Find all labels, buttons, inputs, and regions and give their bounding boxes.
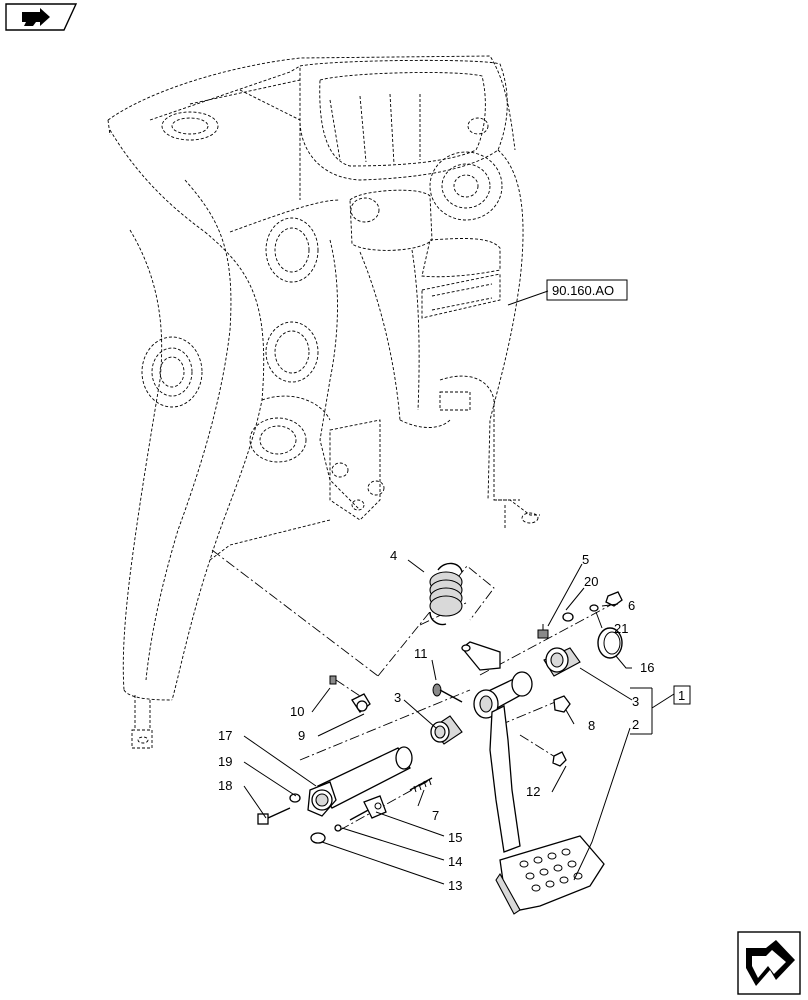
bushing-left [430, 715, 463, 745]
reference-box [546, 279, 628, 301]
nut-8 [553, 695, 571, 713]
washer-13 [310, 832, 326, 844]
nut-6 [605, 591, 623, 607]
washer-21 [589, 604, 599, 612]
callout-9: 9 [298, 728, 305, 743]
brake-pedal [461, 641, 605, 915]
bolt-18 [257, 807, 291, 825]
washer-14 [334, 824, 342, 832]
cab-frame [107, 55, 540, 749]
pivot-shaft-17 [307, 746, 413, 817]
snap-ring-16 [597, 627, 623, 659]
callout-5: 5 [582, 552, 589, 567]
callout-20: 20 [584, 574, 598, 589]
callout-4: 4 [390, 548, 397, 563]
washer-19 [289, 793, 301, 803]
return-spring [429, 562, 463, 626]
callout-15: 15 [448, 830, 462, 845]
callout-10: 10 [290, 704, 304, 719]
callout-7: 7 [432, 808, 439, 823]
callout-8: 8 [588, 718, 595, 733]
callout-18: 18 [218, 778, 232, 793]
callout-2: 2 [632, 717, 639, 732]
book-arrow-icon[interactable] [5, 3, 78, 31]
callout-12: 12 [526, 784, 540, 799]
callout-19: 19 [218, 754, 232, 769]
callout-21: 21 [614, 621, 628, 636]
callout-numbers: 4 5 20 6 21 16 11 3 3 2 8 10 9 17 19 18 … [218, 548, 654, 893]
callout-11: 11 [414, 646, 428, 661]
callout-17: 17 [218, 728, 232, 743]
washer-20 [562, 612, 574, 622]
bushing-right [543, 647, 581, 677]
fitting-15 [349, 795, 387, 821]
pin-11 [432, 683, 463, 703]
callout-16: 16 [640, 660, 654, 675]
reference-leader [507, 290, 549, 306]
grease-fitting-10 [329, 675, 337, 685]
callout-6: 6 [628, 598, 635, 613]
next-page-arrow-icon[interactable] [737, 931, 801, 995]
stud-7 [409, 777, 433, 793]
callout-3-left: 3 [394, 690, 401, 705]
bolt-5 [537, 624, 549, 639]
callout-14: 14 [448, 854, 462, 869]
callout-13: 13 [448, 878, 462, 893]
assembly-axes [211, 549, 621, 831]
group-label: 1 [678, 688, 685, 703]
screw-9 [351, 693, 371, 713]
nut-12 [552, 751, 567, 767]
reference-label: 90.160.AO [552, 283, 614, 298]
group-box [673, 685, 691, 705]
callout-leaders [243, 559, 675, 885]
callout-3-right: 3 [632, 694, 639, 709]
